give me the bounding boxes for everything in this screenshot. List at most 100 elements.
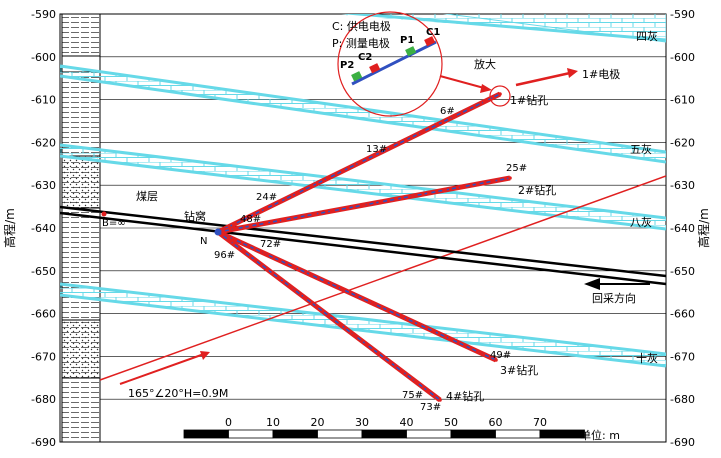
left-tick-label: -620 [31, 136, 56, 149]
electrode-dot [498, 92, 502, 96]
electrode-dot [351, 332, 356, 337]
right-tick-label: -680 [670, 393, 695, 406]
electrode-dot [314, 304, 319, 309]
electrode-dot [231, 222, 236, 227]
drill-nest-point [214, 228, 222, 236]
electrode-dot [308, 272, 313, 277]
electrode-dot [248, 224, 253, 228]
scale-segment [450, 429, 496, 439]
right-axis-ticks: -590-600-610-620-630-640-650-660-670-680… [670, 8, 695, 449]
b-electrode-point [101, 211, 107, 217]
left-tick-label: -600 [31, 51, 56, 64]
electrode-dot [265, 267, 270, 272]
electrode-dot [302, 295, 307, 300]
electrode-number-6: 6# [440, 106, 455, 117]
right-tick-label: -610 [670, 94, 695, 107]
electrode-p2: P2 [340, 60, 354, 71]
electrode-dot [401, 370, 405, 374]
electrode-c1: C1 [426, 27, 440, 38]
electrode-dot [313, 212, 318, 216]
electrode-dot [482, 99, 487, 104]
electrode-dot [370, 301, 375, 305]
limestone-layers [60, 14, 666, 368]
fault-attitude-label: 165°∠20°H=0.9M [128, 387, 228, 400]
scale-segment [228, 429, 274, 439]
electrode-dot [388, 360, 393, 365]
scale-tick-label: 70 [533, 416, 547, 429]
right-tick-label: -690 [670, 436, 695, 449]
electrode-dot [278, 199, 283, 204]
electrode-dot [376, 351, 381, 356]
electrode-dot [339, 287, 344, 291]
electrode-dot [293, 265, 298, 270]
electrode-dot [362, 203, 366, 207]
right-tick-label: -600 [670, 51, 695, 64]
drill-nest-label: 钻窝 [184, 209, 206, 223]
electrode1-label: 1#电极 [582, 67, 620, 81]
right-tick-label: -650 [670, 265, 695, 278]
electrode-dot [413, 379, 418, 384]
right-tick-label: -640 [670, 222, 695, 235]
scale-segment [361, 429, 407, 439]
scale-tick-label: 10 [266, 416, 280, 429]
scale-tick-label: 30 [355, 416, 369, 429]
borehole-3 [216, 229, 498, 363]
electrode-dot [247, 244, 251, 249]
electrode-number-72: 72# [260, 239, 281, 250]
left-tick-label: -630 [31, 179, 56, 192]
borehole-4 [216, 230, 442, 402]
left-tick-label: -640 [31, 222, 56, 235]
right-tick-label: -670 [670, 350, 695, 363]
left-axis-ticks: -590-600-610-620-630-640-650-660-670-680… [31, 8, 56, 449]
borehole-2 [217, 175, 512, 235]
electrode-dot [427, 191, 431, 195]
electrode-dot [432, 329, 437, 334]
electrode-number-73: 73# [420, 402, 441, 413]
scale-segment [272, 429, 318, 439]
limestone-8-label: 八灰 [630, 215, 652, 229]
electrode-dot [324, 279, 328, 284]
lithology-column [61, 13, 101, 443]
electrode-dot [410, 194, 415, 198]
electrode-dot [388, 145, 393, 150]
electrode-dot [475, 182, 480, 186]
electrode-dot [253, 258, 257, 262]
hole1-label: 1#钻孔 [510, 93, 548, 107]
hole2-label: 2#钻孔 [518, 183, 556, 197]
electrode-dot [263, 207, 267, 211]
limestone-10-label: 十灰 [636, 351, 658, 365]
scale-segment [183, 429, 229, 439]
electrode-dot [228, 239, 233, 244]
electrode-number-48: 48# [240, 214, 261, 225]
electrode-dot [345, 206, 350, 210]
electrode-dot [438, 398, 442, 402]
electrode-c2: C2 [358, 52, 372, 63]
coal-seam-label: 煤层 [136, 190, 158, 203]
electrode-dot [435, 122, 440, 127]
electrode-dot [378, 200, 383, 204]
electrode-dot [463, 343, 467, 348]
right-tick-label: -590 [670, 8, 695, 21]
electrode-dot [394, 197, 399, 201]
hole4-label: 4#钻孔 [446, 389, 484, 403]
electrode-dot [459, 185, 464, 189]
fault-line [99, 175, 666, 381]
electrode-dot [355, 294, 359, 298]
electrode-dot [466, 107, 471, 112]
scale-tick-label: 40 [400, 416, 414, 429]
magnifier-inset [337, 11, 511, 117]
scale-segment [539, 429, 585, 439]
right-tick-label: -630 [670, 179, 695, 192]
left-tick-label: -590 [31, 8, 56, 21]
right-tick-label: -660 [670, 308, 695, 321]
electrode-dot [294, 191, 299, 196]
electrode-dot [404, 138, 408, 142]
electrode-dot [386, 308, 390, 313]
boreholes [101, 91, 512, 402]
electrode-number-25: 25# [506, 163, 527, 174]
electrode-dot [339, 323, 344, 328]
electrode-dot [478, 351, 483, 355]
electrode-dot [491, 179, 496, 183]
legend-p: P: 测量电极 [332, 36, 390, 50]
